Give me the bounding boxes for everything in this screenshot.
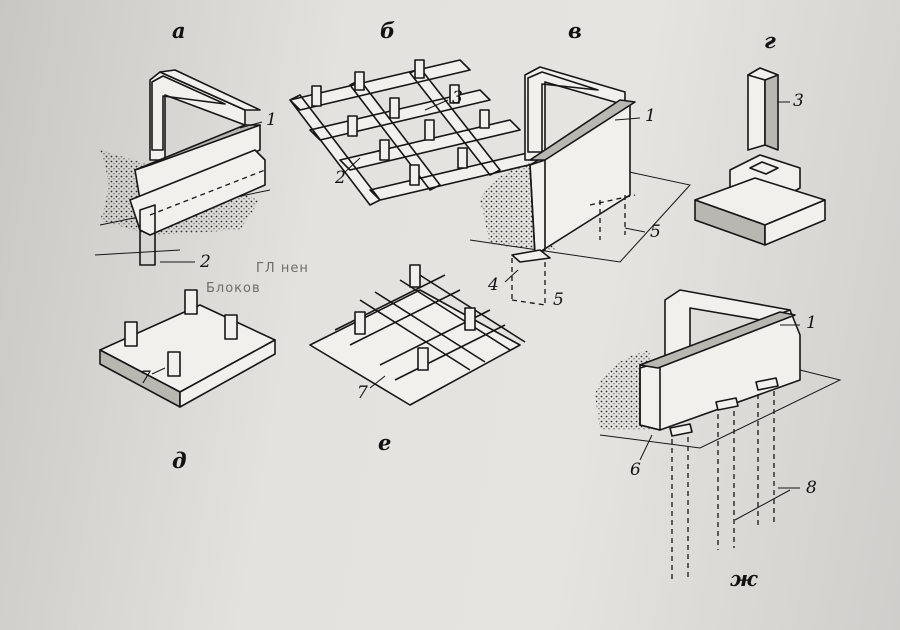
panel-g-column-footing <box>694 67 826 246</box>
grid-columns <box>354 264 476 371</box>
leader-3 <box>424 99 449 111</box>
panel-d-slab-columns <box>99 289 276 408</box>
pier-upper <box>589 194 636 240</box>
ground-plane <box>469 169 691 263</box>
wall-top <box>159 69 261 111</box>
callout-v-5-upper: 5 <box>650 222 661 242</box>
front-shade <box>529 159 546 256</box>
footing-dash <box>149 169 266 216</box>
leader-5 <box>624 227 646 233</box>
panel-label-d: д <box>172 448 187 473</box>
base-plate-front <box>764 199 826 246</box>
callout-d-7: 7 <box>140 368 151 388</box>
panel-a-strip-foundation <box>94 69 271 266</box>
callout-b-3: 3 <box>452 88 463 108</box>
wall-cut-face <box>527 71 599 153</box>
pier-top <box>511 249 551 263</box>
grid-columns <box>311 59 490 186</box>
bleed-text-1: ГЛ нен <box>256 261 309 276</box>
wall-cut-face <box>151 75 226 151</box>
callout-a-1: 1 <box>266 110 277 130</box>
wall-top-front <box>134 124 261 171</box>
wall-back <box>524 66 626 161</box>
ground-plane <box>599 369 842 449</box>
leader-8 <box>734 487 800 521</box>
column-top <box>747 67 779 81</box>
panel-label-b: б <box>380 18 396 43</box>
wall-front <box>639 309 801 431</box>
panel-e-grid-slab <box>309 264 526 406</box>
column-front <box>747 69 766 151</box>
bleed-text-2: Блоков <box>206 281 261 296</box>
slab-side <box>179 339 276 408</box>
panel-zh-pile-foundation <box>595 289 842 580</box>
panel-v-strip-on-piers <box>469 66 691 306</box>
piles <box>669 377 779 580</box>
leader-7 <box>151 367 166 375</box>
wall-top <box>639 311 796 369</box>
callout-v-4: 4 <box>488 275 499 295</box>
panel-label-a: а <box>172 18 186 43</box>
wall-top-front <box>529 99 636 161</box>
callout-b-2: 2 <box>335 168 346 188</box>
socket-hole <box>749 161 779 175</box>
grid-lines <box>334 271 526 381</box>
callout-zh-6: 6 <box>630 460 641 480</box>
leader-7 <box>369 375 386 389</box>
panel-label-zh: ж <box>730 566 758 591</box>
leader-6 <box>639 434 653 461</box>
leader-2b <box>344 157 361 173</box>
callout-a-2: 2 <box>200 252 211 272</box>
footing-pad-section <box>139 204 156 266</box>
slab-columns <box>124 289 238 377</box>
callout-e-7: 7 <box>357 383 368 403</box>
panel-label-e: е <box>378 430 392 455</box>
panel-label-v: в <box>568 18 582 43</box>
callout-zh-1: 1 <box>806 313 817 333</box>
callout-v-1: 1 <box>645 106 656 126</box>
callout-v-5-lower: 5 <box>553 290 564 310</box>
leader-1 <box>239 121 263 129</box>
panel-label-g: г <box>764 28 776 53</box>
column-side <box>764 69 779 151</box>
panel-b-grid-foundation <box>289 59 551 206</box>
callout-zh-8: 8 <box>806 478 817 498</box>
pier-lower <box>511 258 546 306</box>
leader-4 <box>504 269 519 283</box>
callout-g-3: 3 <box>793 91 804 111</box>
leader-1 <box>614 117 641 121</box>
